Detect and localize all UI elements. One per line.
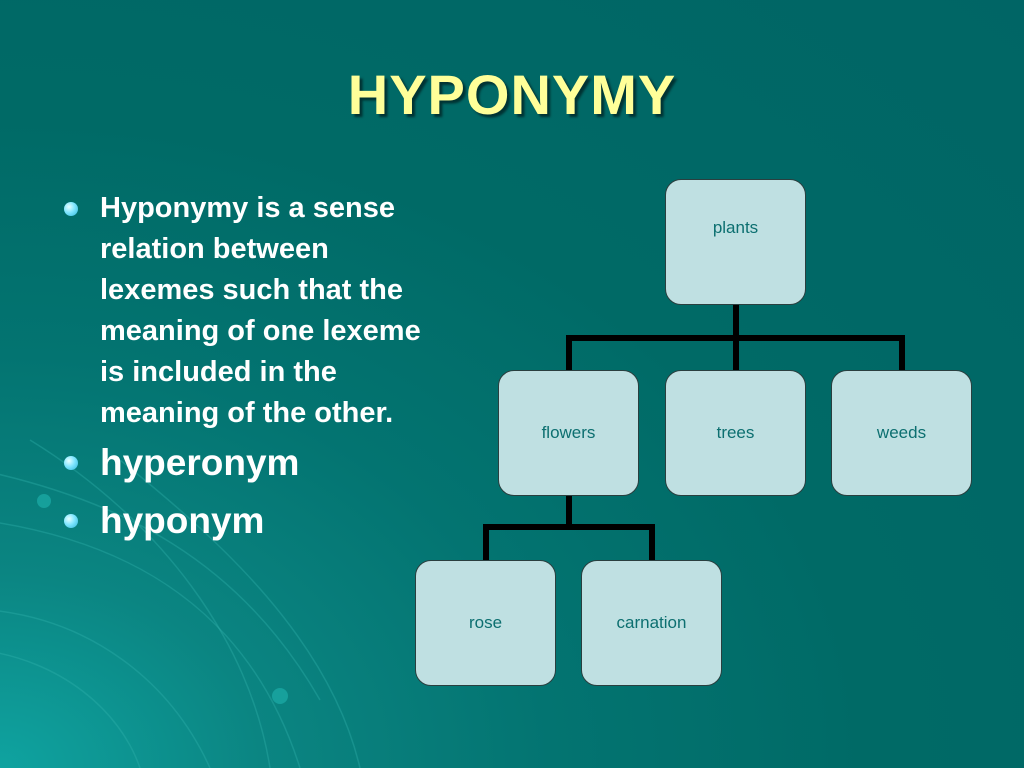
node-label: rose xyxy=(468,613,503,632)
node-rose: rose xyxy=(415,560,556,686)
bullet-icon xyxy=(64,202,78,216)
bullet-icon xyxy=(64,456,78,470)
node-label: weeds xyxy=(876,423,927,442)
node-flowers: flowers xyxy=(498,370,639,496)
bullet-text: hyponym xyxy=(100,500,265,541)
bullet-text: Hyponymy is a sense relation between lex… xyxy=(100,192,421,429)
bullet-text: hyperonym xyxy=(100,442,300,483)
node-plants: plants xyxy=(665,179,806,305)
node-label: plants xyxy=(712,218,759,237)
bullet-item-definition: Hyponymy is a sense relation between lex… xyxy=(58,188,428,434)
node-weeds: weeds xyxy=(831,370,972,496)
bullet-list: Hyponymy is a sense relation between lex… xyxy=(58,188,428,546)
bullet-item-hyperonym: hyperonym xyxy=(58,438,428,488)
bubble-decoration-2 xyxy=(272,688,288,704)
bubble-decoration-1 xyxy=(37,494,51,508)
node-carnation: carnation xyxy=(581,560,722,686)
bullet-item-hyponym: hyponym xyxy=(58,496,428,546)
node-label: flowers xyxy=(541,423,596,442)
node-trees: trees xyxy=(665,370,806,496)
node-label: carnation xyxy=(616,613,687,632)
node-label: trees xyxy=(716,423,755,442)
slide-title: HYPONYMY xyxy=(347,63,677,126)
bullet-icon xyxy=(64,514,78,528)
